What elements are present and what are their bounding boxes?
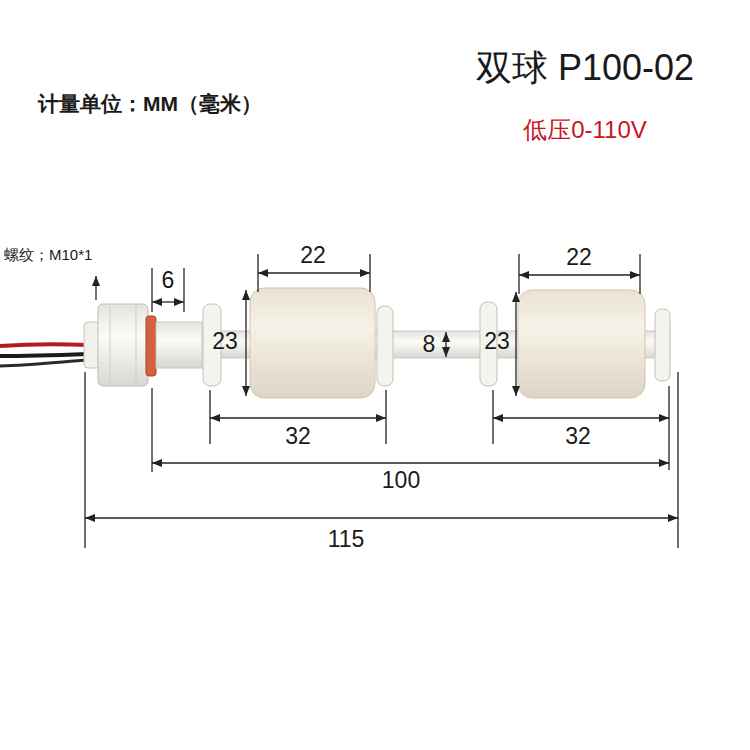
dimension-value: 23 xyxy=(484,329,510,354)
dimension-value: 32 xyxy=(285,424,311,449)
cable xyxy=(0,344,88,366)
float-ball xyxy=(250,288,645,398)
fitting xyxy=(84,304,202,386)
dimension-value: 23 xyxy=(212,329,238,354)
dimension-value: 100 xyxy=(382,468,420,493)
dimension-lines xyxy=(85,254,678,548)
dimension-value: 8 xyxy=(423,332,436,357)
dimension-value: 6 xyxy=(162,268,175,293)
voltage-note: 低压0-110V xyxy=(523,117,647,143)
title: 双球 P100-02 xyxy=(476,48,694,88)
unit-note: 计量单位：MM（毫米） xyxy=(38,92,262,115)
dimension-value: 22 xyxy=(300,243,326,268)
dimension-value: 32 xyxy=(565,424,591,449)
thread-spec: 螺纹；M10*1 xyxy=(4,247,92,264)
dimension-value: 22 xyxy=(566,245,592,270)
dimension-value: 115 xyxy=(328,527,365,552)
